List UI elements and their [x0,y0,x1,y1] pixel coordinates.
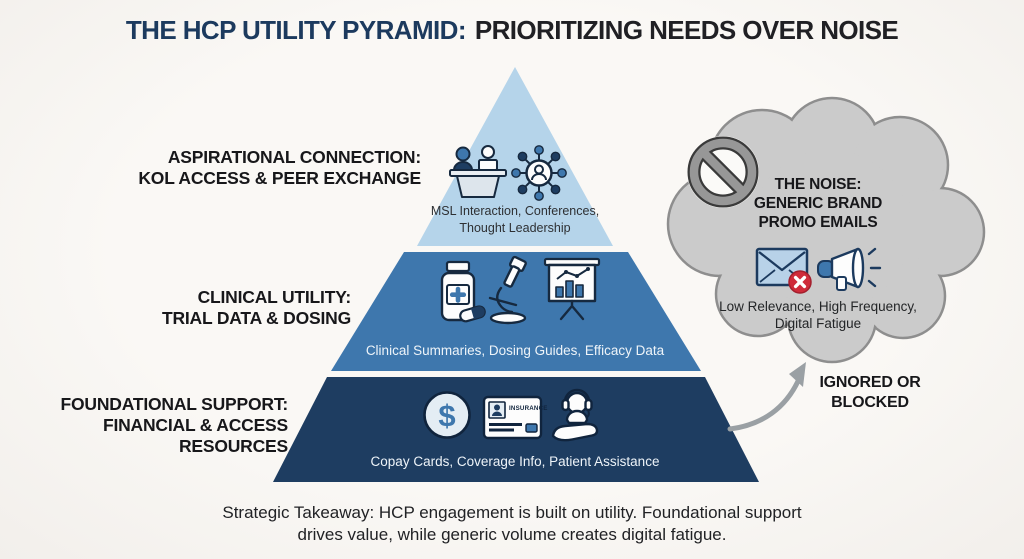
takeaway-line: drives value, while generic volume creat… [297,525,727,544]
blocked-email-icon [755,247,812,294]
microscope-icon [488,255,527,325]
title-secondary: PRIORITIZING NEEDS OVER NOISE [474,15,899,45]
tier-label-foundational: FOUNDATIONAL SUPPORT: FINANCIAL & ACCESS… [60,394,288,457]
noise-title-line: PROMO EMAILS [758,214,878,231]
prohibited-icon [687,136,759,208]
pyramid-tier-aspirational [417,67,613,246]
tier-caption-line: MSL Interaction, Conferences, [430,204,600,218]
megaphone-icon [817,247,882,291]
noise-title-line: THE NOISE: [774,176,862,193]
tier-caption-line: Copay Cards, Coverage Info, Patient Assi… [370,454,660,469]
dollar-glyph: $ [438,398,455,433]
noise-title-line: GENERIC BRAND [753,195,883,212]
title-primary: THE HCP UTILITY PYRAMID: [125,15,467,45]
noise-cloud-detail: Low Relevance, High Frequency, Digital F… [708,299,928,332]
peer-network-icon [511,145,567,201]
tier-label-line: FINANCIAL & ACCESS [102,415,288,435]
insurance-card-label: INSURANCE [509,405,548,412]
tier-caption-aspirational: MSL Interaction, Conferences, Thought Le… [385,203,645,237]
pyramid-tier-clinical [331,252,701,371]
noise-detail-line: Low Relevance, High Frequency, [719,299,917,314]
tier-label-line: TRIAL DATA & DOSING [161,308,351,328]
patient-assistance-icon [551,388,599,442]
tier-label-aspirational: ASPIRATIONAL CONNECTION: KOL ACCESS & PE… [138,147,421,189]
tier-label-line: CLINICAL UTILITY: [197,287,352,307]
tier-caption-line: Thought Leadership [459,221,571,235]
tier-label-clinical: CLINICAL UTILITY: TRIAL DATA & DOSING [162,287,351,329]
efficacy-chart-icon [543,257,601,321]
copay-dollar-icon: $ [423,391,471,439]
strategic-takeaway: Strategic Takeaway: HCP engagement is bu… [0,502,1024,546]
page-title: THE HCP UTILITY PYRAMID:PRIORITIZING NEE… [0,15,1024,46]
annotation-line: IGNORED OR [819,374,921,391]
tier-label-line: ASPIRATIONAL CONNECTION: [167,147,421,167]
tier-label-line: RESOURCES [178,436,288,456]
annotation-line: BLOCKED [831,394,909,411]
tier-caption-foundational: Copay Cards, Coverage Info, Patient Assi… [340,454,690,469]
podium-speakers-icon [449,145,507,198]
tier-caption-line: Clinical Summaries, Dosing Guides, Effic… [365,343,665,358]
noise-cloud-title: THE NOISE: GENERIC BRAND PROMO EMAILS [726,175,910,232]
tier-label-line: KOL ACCESS & PEER EXCHANGE [138,168,421,188]
blocked-arrow [727,362,806,432]
tier-label-line: FOUNDATIONAL SUPPORT: [60,394,288,414]
tier-caption-clinical: Clinical Summaries, Dosing Guides, Effic… [340,343,690,358]
noise-detail-line: Digital Fatigue [774,315,862,331]
pill-bottle-icon [440,260,486,323]
takeaway-line: Strategic Takeaway: HCP engagement is bu… [222,503,802,522]
ignored-blocked-label: IGNORED OR BLOCKED [794,373,946,413]
insurance-card-icon: INSURANCE [482,395,548,440]
